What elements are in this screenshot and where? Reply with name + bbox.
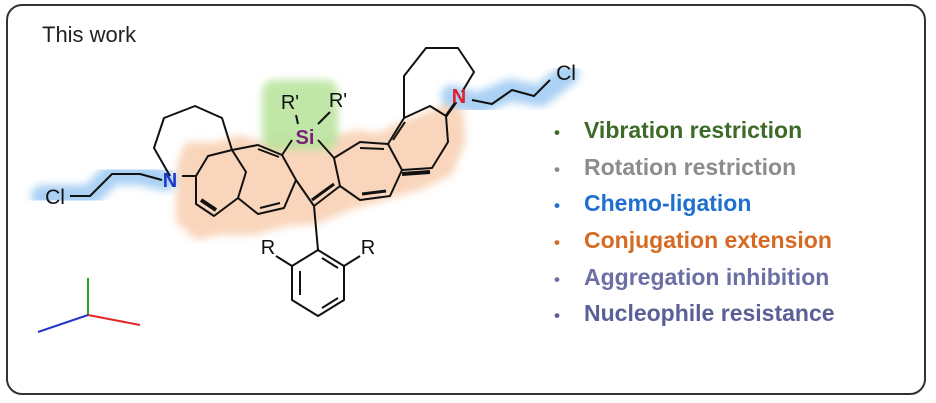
- bullet-icon: •: [554, 123, 560, 142]
- bullet-icon: •: [554, 159, 560, 179]
- feature-list: • Vibration restriction • Rotation restric…: [554, 112, 835, 332]
- feature-label: Vibration restriction: [584, 117, 803, 143]
- figure-title: This work: [42, 22, 137, 47]
- atom-n-right: N: [452, 86, 466, 108]
- feature-item: • Conjugation extension: [554, 222, 835, 259]
- molecule-bonds: [70, 47, 551, 317]
- atom-r-prime-2: R': [329, 90, 347, 112]
- atom-n-left: N: [163, 170, 177, 192]
- atom-r-prime-1: R': [281, 92, 299, 114]
- feature-item: • Aggregation inhibition: [554, 259, 835, 296]
- atom-r-left: R: [261, 237, 275, 259]
- axes-icon: [37, 278, 141, 333]
- feature-item: • Chemo-ligation: [554, 185, 835, 222]
- right-chain-highlight: [441, 63, 579, 115]
- atom-si: Si: [296, 127, 315, 149]
- atom-cl-left: Cl: [45, 186, 65, 209]
- atom-r-right: R: [361, 237, 375, 259]
- feature-item: • Rotation restriction: [554, 149, 835, 186]
- bullet-icon: •: [554, 233, 560, 253]
- bullet-icon: •: [554, 196, 560, 216]
- feature-item: • Vibration restriction: [554, 112, 835, 149]
- bullet-icon: •: [554, 306, 560, 326]
- feature-item: • Nucleophile resistance: [554, 295, 835, 332]
- feature-label: Chemo-ligation: [584, 190, 752, 217]
- feature-label: Nucleophile resistance: [584, 300, 835, 327]
- feature-label: Rotation restriction: [584, 153, 797, 180]
- atom-cl-right: Cl: [556, 62, 576, 85]
- feature-label: Conjugation extension: [584, 227, 832, 254]
- silicon-highlight: [262, 80, 338, 150]
- bullet-icon: •: [554, 269, 560, 289]
- figure-frame: [6, 4, 926, 395]
- feature-label: Aggregation inhibition: [584, 263, 830, 290]
